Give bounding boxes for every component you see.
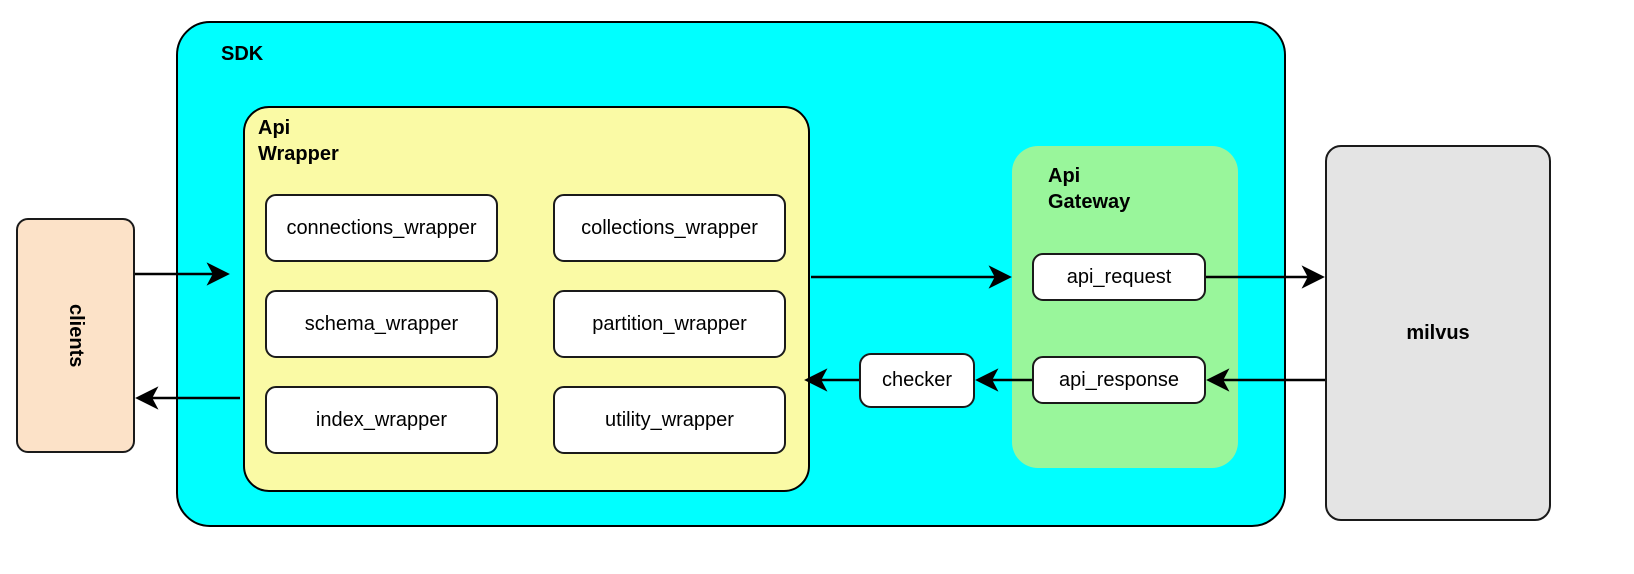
node-utility-wrapper[interactable]: utility_wrapper	[553, 386, 786, 454]
container-sdk-label: SDK	[221, 43, 264, 65]
container-api-wrapper-label: Api Wrapper	[258, 117, 339, 165]
container-api-gateway-label: Api Gateway	[1048, 165, 1131, 213]
node-schema-wrapper[interactable]: schema_wrapper	[265, 290, 498, 358]
node-checker[interactable]: checker	[859, 353, 975, 408]
node-connections-wrapper[interactable]: connections_wrapper	[265, 194, 498, 262]
node-api-request[interactable]: api_request	[1032, 253, 1206, 301]
node-clients[interactable]: clients	[16, 218, 135, 453]
node-collections-wrapper[interactable]: collections_wrapper	[553, 194, 786, 262]
node-clients-label: clients	[65, 303, 87, 368]
node-milvus[interactable]: milvus	[1325, 145, 1551, 521]
node-index-wrapper[interactable]: index_wrapper	[265, 386, 498, 454]
node-milvus-label: milvus	[1406, 321, 1470, 344]
container-api-gateway	[1012, 146, 1238, 468]
node-api-response[interactable]: api_response	[1032, 356, 1206, 404]
node-partition-wrapper[interactable]: partition_wrapper	[553, 290, 786, 358]
